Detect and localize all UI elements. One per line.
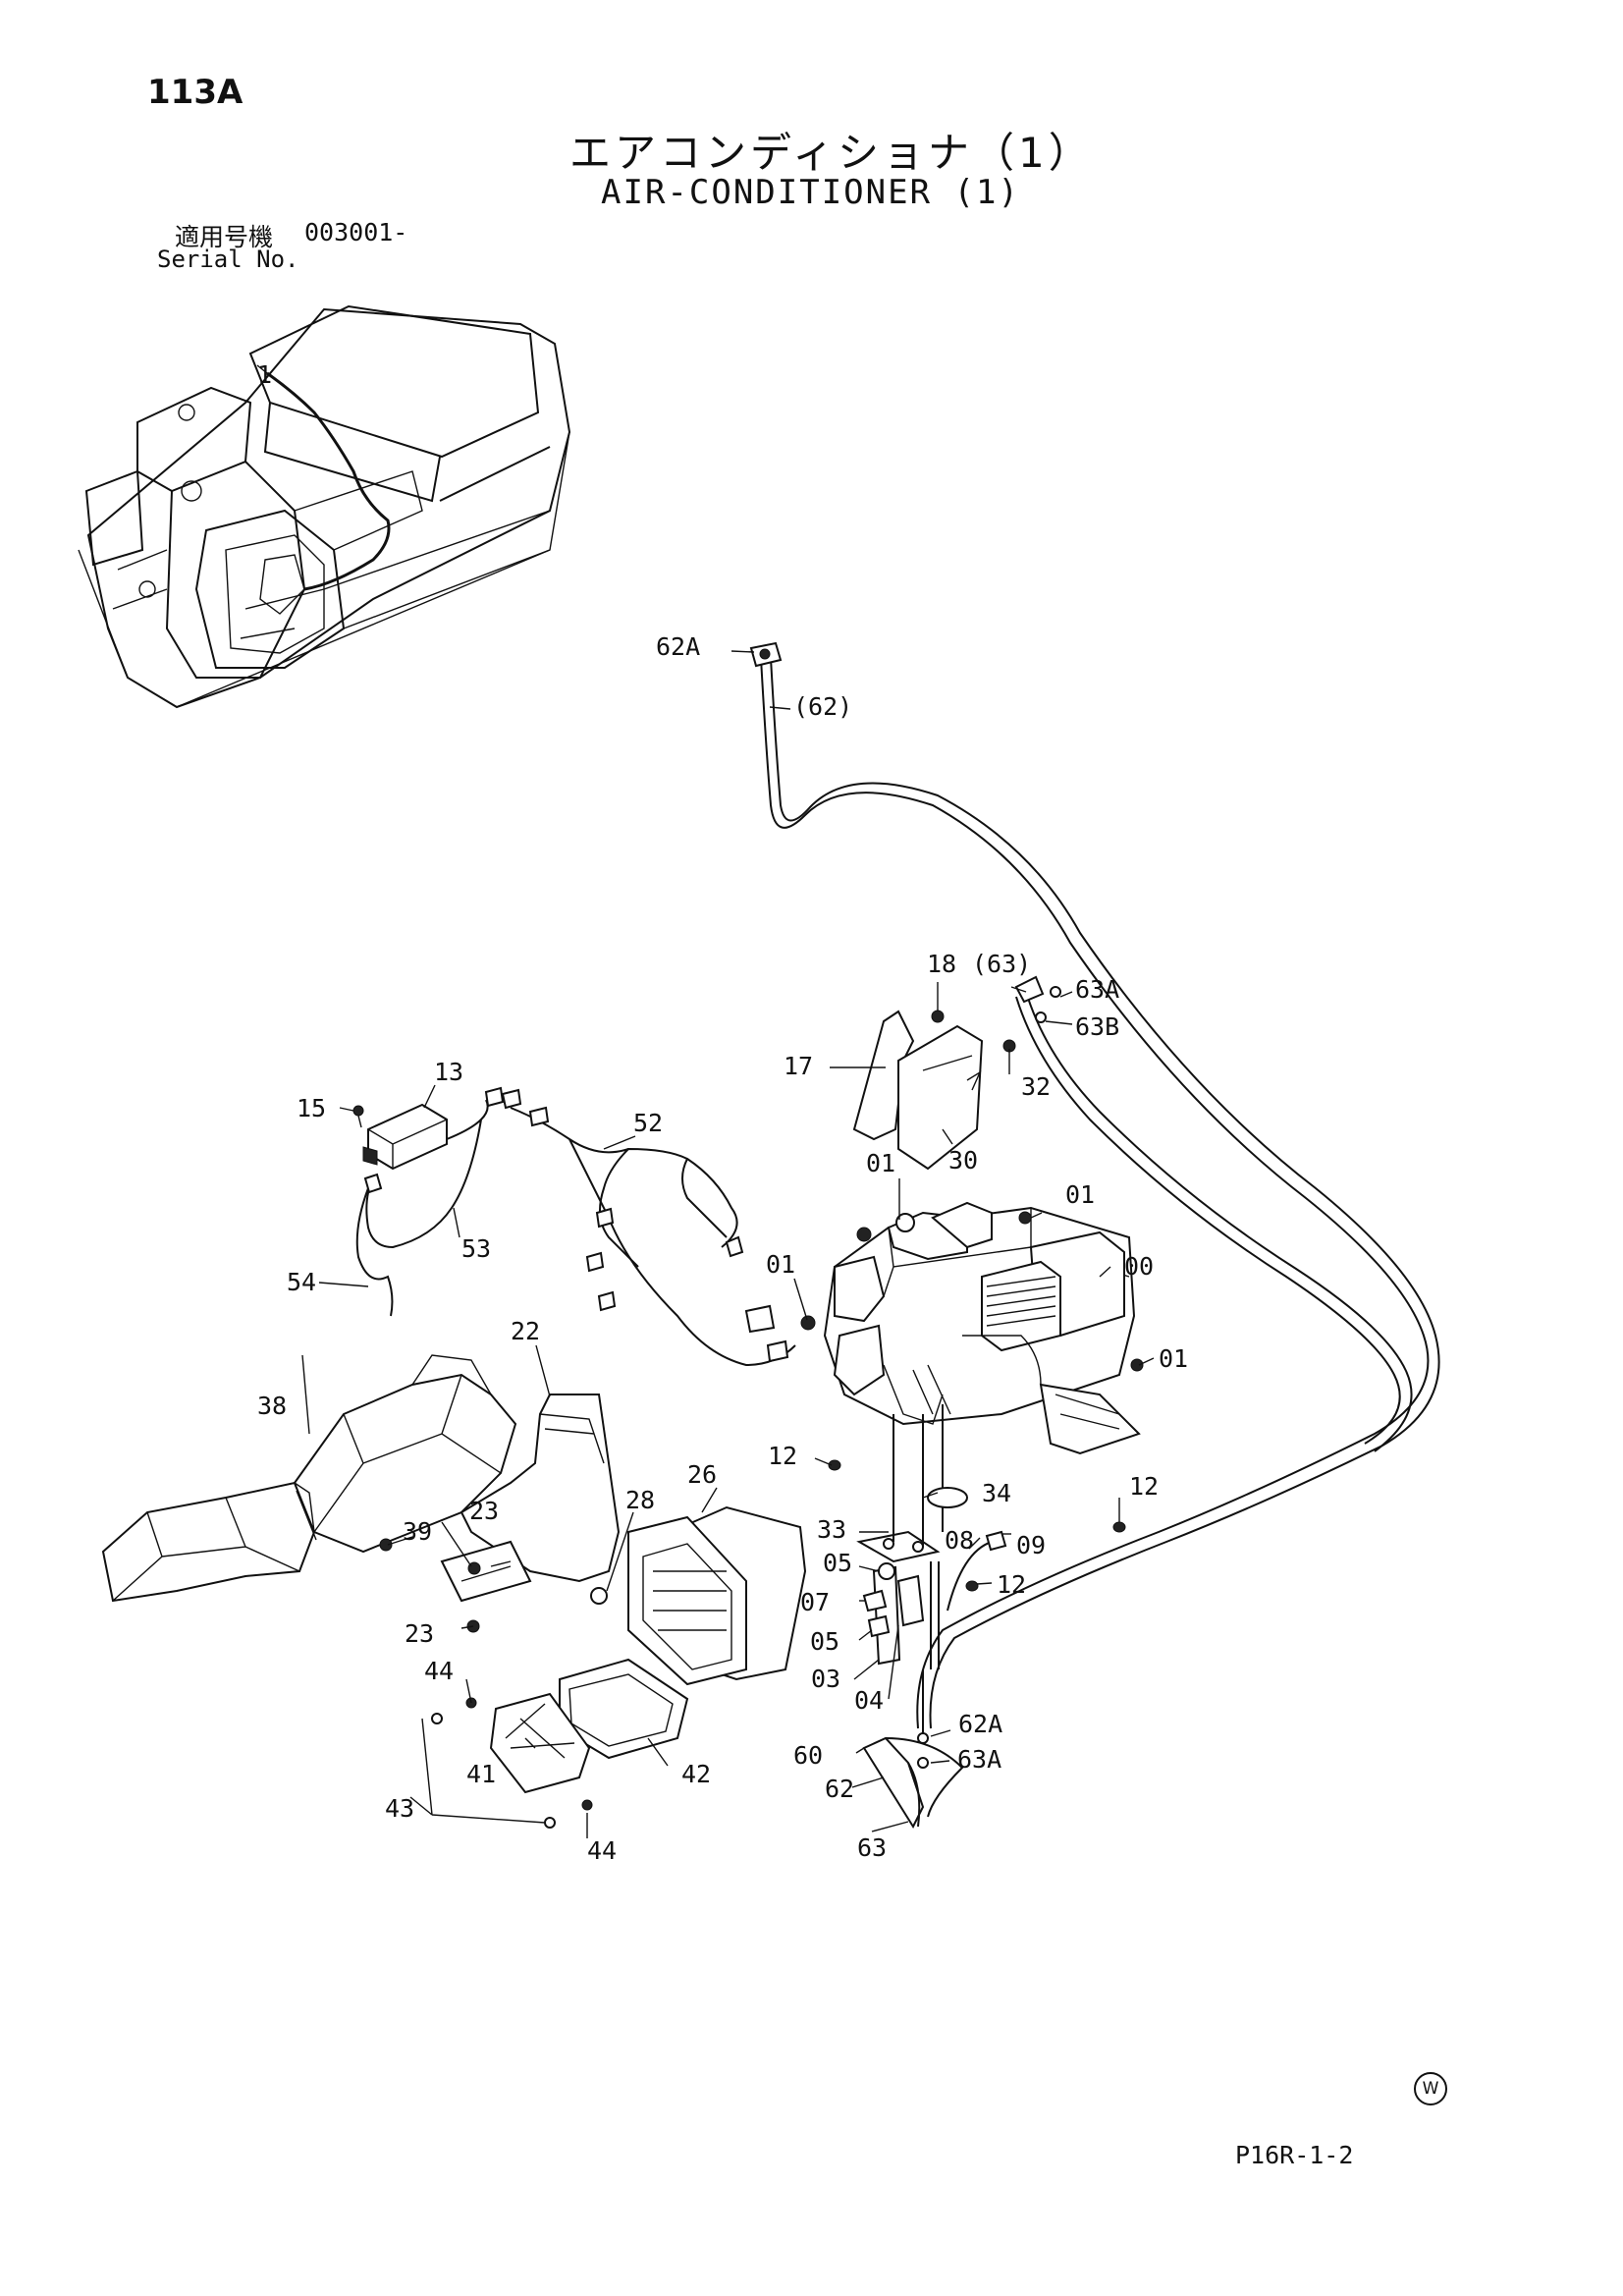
callout-03: 03: [811, 1665, 840, 1693]
callout-labels: 62A (62) 18 (63) 63A 63B 17 32 30 13 15 …: [257, 632, 1188, 1865]
callout-38: 38: [257, 1392, 287, 1420]
callout-05-a: 05: [823, 1549, 852, 1577]
callout-23-a: 23: [469, 1497, 499, 1525]
page-number: 113A: [147, 73, 243, 112]
machine-overview-sketch: 1: [78, 304, 571, 709]
callout-62A-bottom: 62A: [958, 1710, 1002, 1738]
callout-44-b: 44: [587, 1836, 617, 1865]
serial-label-english: Serial No.: [157, 246, 299, 273]
callout-63A-top: 63A: [1075, 975, 1119, 1004]
watermark-badge: W: [1414, 2072, 1447, 2105]
callout-42: 42: [681, 1760, 711, 1788]
refrigerant-hoses: [749, 641, 1440, 1729]
callout-26: 26: [687, 1460, 717, 1489]
callout-62: 62: [825, 1775, 854, 1803]
callout-52: 52: [633, 1109, 663, 1137]
callout-33: 33: [817, 1515, 846, 1544]
callout-15: 15: [297, 1094, 326, 1122]
callout-63B: 63B: [1075, 1012, 1119, 1041]
callout-62-paren: (62): [793, 692, 852, 721]
callout-12-a: 12: [768, 1442, 797, 1470]
callout-09: 09: [1016, 1531, 1046, 1559]
air-conditioner-unit: [800, 1010, 1144, 1455]
callout-08: 08: [945, 1526, 974, 1555]
callout-60: 60: [793, 1741, 823, 1770]
callout-01-b: 01: [1065, 1180, 1095, 1209]
callout-01-d: 01: [1159, 1344, 1188, 1373]
callout-39: 39: [403, 1517, 432, 1546]
fittings-and-valves: [828, 1404, 1126, 1830]
overview-callout-1: 1: [257, 360, 272, 389]
callout-54: 54: [287, 1268, 316, 1296]
callout-17: 17: [784, 1052, 813, 1080]
ducts-and-filters: [101, 1354, 807, 1829]
callout-01-c: 01: [766, 1250, 795, 1279]
callout-12-b: 12: [1129, 1472, 1159, 1501]
callout-12-c: 12: [997, 1570, 1026, 1599]
control-panel-and-harness: [352, 1086, 796, 1367]
page-code: P16R-1-2: [1235, 2141, 1354, 2169]
title-english: AIR-CONDITIONER (1): [601, 173, 1020, 212]
callout-07: 07: [800, 1588, 830, 1616]
callout-23-b: 23: [405, 1619, 434, 1648]
leader-lines: [301, 650, 1155, 1838]
callout-05-b: 05: [810, 1627, 839, 1656]
callout-32: 32: [1021, 1072, 1051, 1101]
serial-number-value: 003001-: [304, 218, 408, 246]
callout-41: 41: [466, 1760, 496, 1788]
callout-44-a: 44: [424, 1657, 454, 1685]
callout-01-a: 01: [866, 1149, 895, 1177]
callout-28: 28: [625, 1486, 655, 1514]
title-japanese: エアコンディショナ（1）: [569, 129, 1094, 177]
callout-18: 18: [927, 950, 956, 978]
callout-62A-top: 62A: [656, 632, 700, 661]
callout-53: 53: [461, 1234, 491, 1263]
callout-30: 30: [948, 1146, 978, 1175]
callout-22: 22: [511, 1317, 540, 1345]
callout-13: 13: [434, 1058, 463, 1086]
callout-00: 00: [1124, 1252, 1154, 1281]
callout-63: 63: [857, 1833, 887, 1862]
callout-63A-bottom: 63A: [957, 1745, 1001, 1774]
callout-43: 43: [385, 1794, 414, 1823]
serial-label-japanese: 適用号機: [175, 223, 274, 251]
callout-63-paren: (63): [972, 950, 1031, 978]
callout-04: 04: [854, 1686, 884, 1715]
callout-34: 34: [982, 1479, 1011, 1507]
